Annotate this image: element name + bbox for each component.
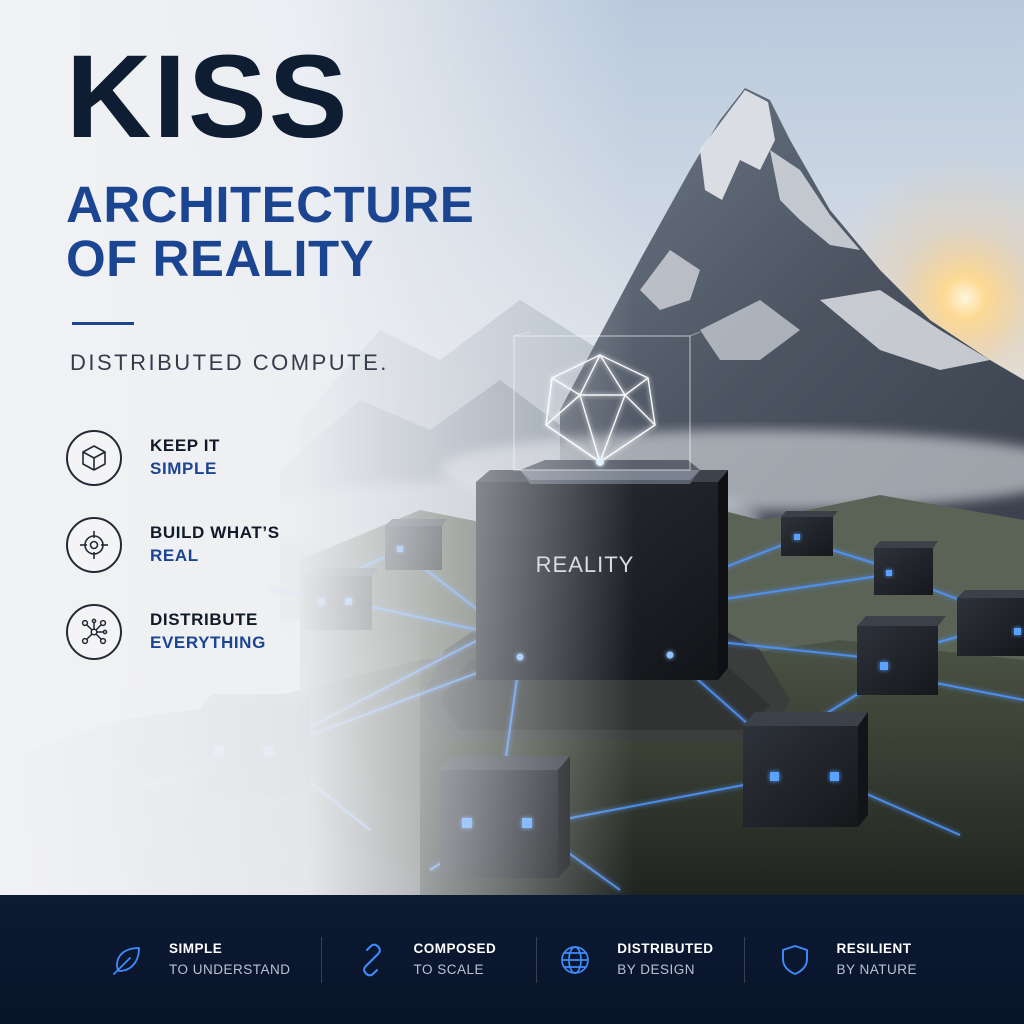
principle-line-2: EVERYTHING [150, 633, 266, 652]
footer-line-2: BY NATURE [836, 961, 918, 977]
hero-scene: REALITY [0, 0, 1024, 895]
principle-item: BUILD WHAT’S REAL [66, 515, 280, 575]
cube-icon [66, 430, 122, 486]
network-icon [66, 604, 122, 660]
footer-item-simple: SIMPLE TO UNDERSTAND [107, 930, 291, 990]
footer-line-1: SIMPLE [169, 941, 223, 957]
footer-divider [536, 936, 538, 983]
title-divider [72, 322, 134, 325]
footer-line-2: BY DESIGN [617, 961, 696, 977]
principle-item: DISTRIBUTE EVERYTHING [66, 602, 280, 662]
principles-list: KEEP IT SIMPLE BUILD WHAT’S REAL [66, 428, 280, 689]
subtitle-line-2: OF REALITY [66, 230, 375, 288]
principle-item: KEEP IT SIMPLE [66, 428, 280, 488]
footer-item-resilient: RESILIENT BY NATURE [775, 930, 918, 990]
principle-line-1: BUILD WHAT’S [150, 523, 280, 543]
shield-icon [775, 940, 815, 980]
subtitle-line-1: ARCHITECTURE [66, 176, 475, 233]
tagline: DISTRIBUTED COMPUTE. [70, 350, 389, 375]
feature-footer: SIMPLE TO UNDERSTAND COMPOSED TO SCALE [0, 895, 1024, 1024]
title-block: KISS ARCHITECTURE OF REALITY [66, 38, 506, 286]
page-title: KISS [66, 31, 350, 163]
link-icon [352, 940, 392, 980]
reality-cube-label: REALITY [535, 552, 635, 577]
footer-divider [743, 936, 745, 983]
footer-line-2: TO SCALE [413, 961, 485, 977]
page-subtitle: ARCHITECTURE OF REALITY [66, 176, 506, 288]
footer-line-1: COMPOSED [413, 941, 497, 957]
leaf-icon [107, 940, 147, 980]
footer-item-distributed: DISTRIBUTED BY DESIGN [555, 930, 713, 990]
footer-line-1: DISTRIBUTED [617, 941, 714, 957]
principle-line-1: DISTRIBUTE [150, 610, 258, 630]
principle-line-1: KEEP IT [150, 436, 221, 456]
principle-line-2: REAL [150, 546, 199, 565]
target-icon [66, 517, 122, 573]
footer-divider [320, 936, 322, 983]
globe-icon [555, 940, 595, 980]
footer-line-2: TO UNDERSTAND [169, 961, 291, 977]
footer-line-1: RESILIENT [836, 941, 912, 957]
footer-item-composed: COMPOSED TO SCALE [352, 930, 497, 990]
principle-line-2: SIMPLE [150, 459, 217, 478]
